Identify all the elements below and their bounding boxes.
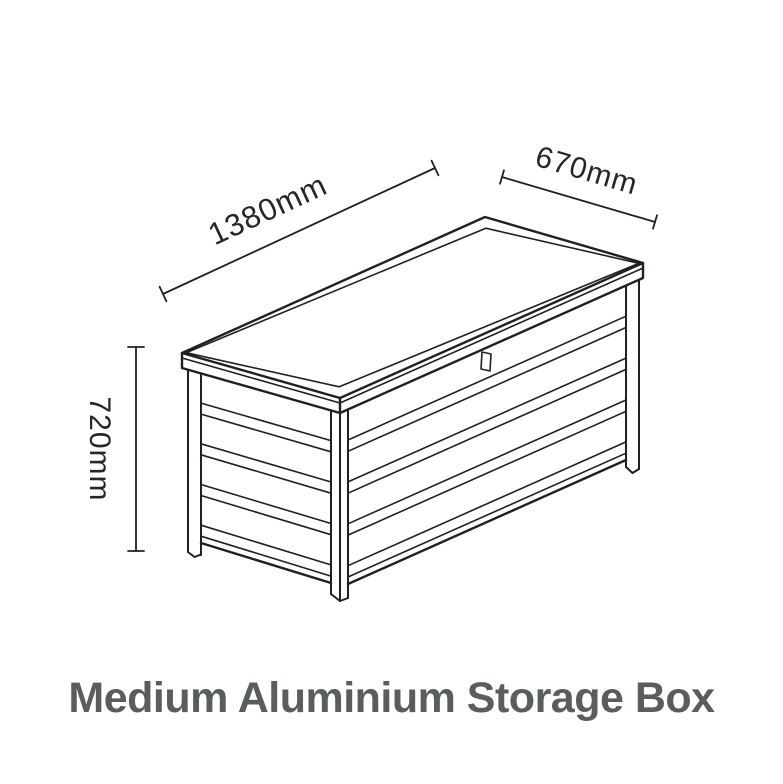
front-wall-bottom-edge [346,458,628,586]
left-wall-bottom-edge [199,541,333,585]
left-post-foot [187,551,202,558]
dimension-length-tick-end [430,159,440,177]
front-post-foot [330,593,349,602]
left-wall-slats [199,402,333,585]
dimension-height: 720mm [83,346,145,552]
lid-top-inner-outline [185,227,640,388]
keyhole-slot [480,351,492,372]
product-title: Medium Aluminium Storage Box [68,674,715,722]
dimension-depth-label: 670mm [532,140,642,201]
dimension-depth-tick-end [652,214,658,230]
dimension-height-label: 720mm [83,396,116,501]
dimension-length-line [162,167,436,295]
dimension-depth: 670mm [499,140,658,230]
storage-box [180,215,645,602]
lid [180,215,645,415]
left-corner-post [187,368,202,558]
dimension-length-tick-start [158,285,168,303]
right-post-foot [625,466,640,474]
right-corner-post [625,278,640,474]
dimension-length-label: 1380mm [203,167,333,252]
front-corner-post [330,408,349,602]
dimension-depth-line [501,176,656,223]
dimension-depth-tick-start [499,169,505,185]
front-wall-slats [346,315,628,586]
